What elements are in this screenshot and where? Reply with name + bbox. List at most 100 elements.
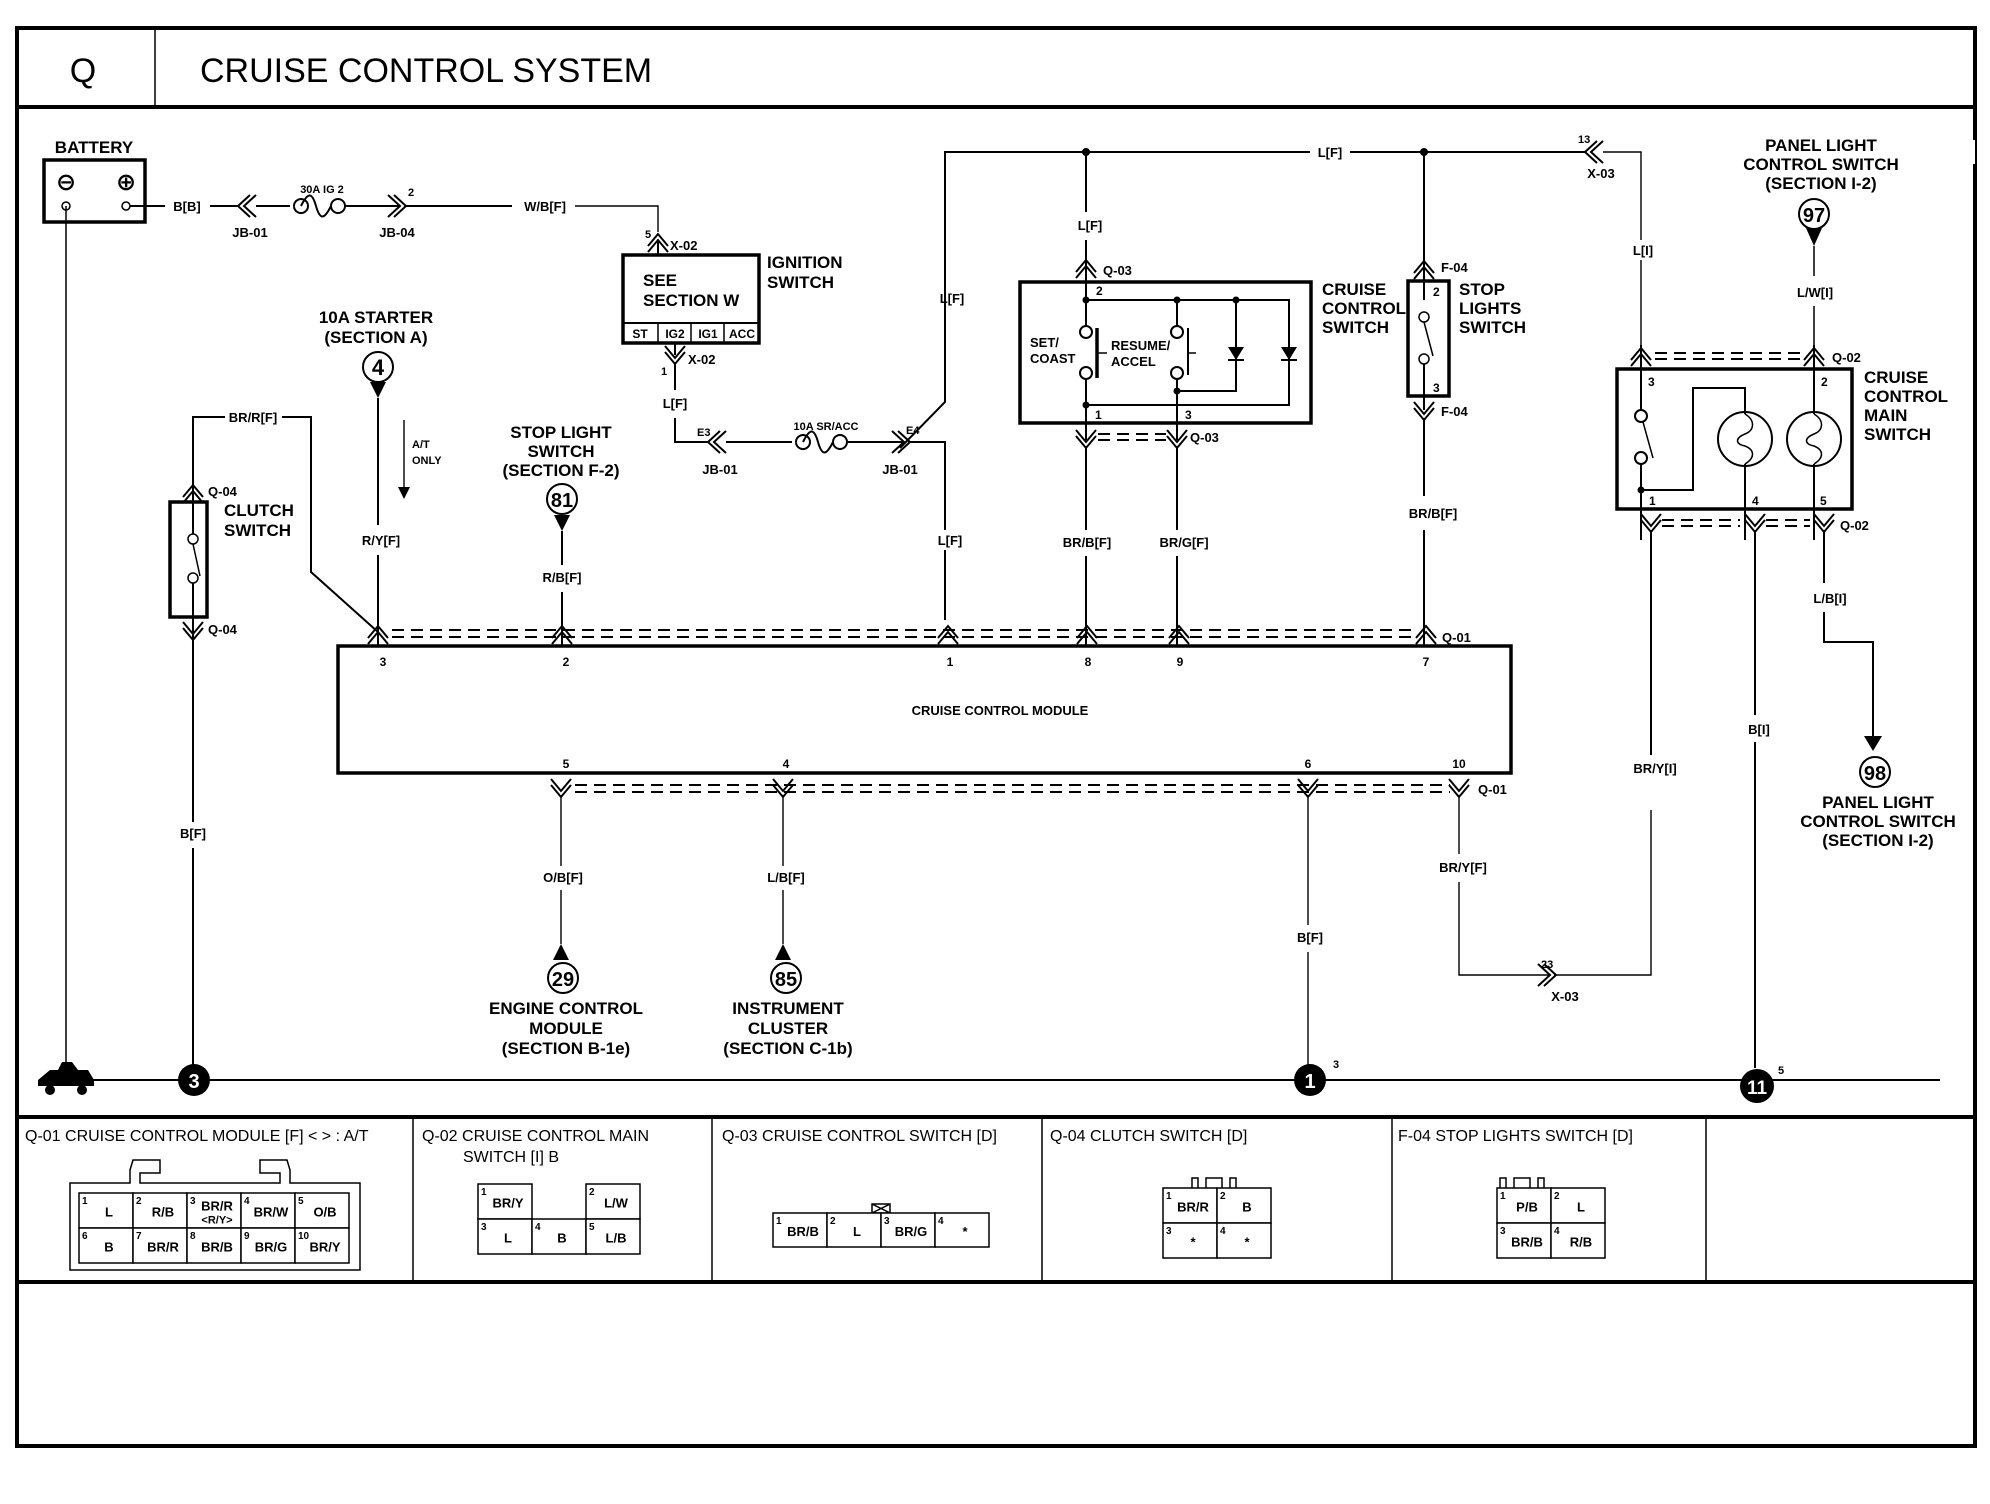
pin-number: 1 bbox=[1166, 1191, 1172, 1202]
wire-label: L[F] bbox=[663, 396, 688, 411]
reference-circle-icon bbox=[770, 962, 802, 994]
battery-negative-icon: ⊖ bbox=[56, 169, 76, 196]
at-only-note: ONLY bbox=[412, 455, 442, 467]
battery-positive-icon: ⊕ bbox=[116, 169, 136, 196]
ignition-position: IG1 bbox=[698, 327, 718, 341]
pin-label: 6 bbox=[1305, 757, 1312, 771]
resume-accel-label: RESUME/ bbox=[1111, 338, 1171, 353]
connector-q01-icon bbox=[1415, 625, 1437, 645]
pin-wire-color: BR/G bbox=[255, 1240, 288, 1255]
connector-label: F-04 bbox=[1441, 260, 1469, 275]
pin-label: 1 bbox=[1095, 408, 1102, 422]
pin-wire-color: L bbox=[853, 1224, 861, 1239]
cruise-control-switch: L[F] Q-03 2 SET/ COAST RESUME/ ACCEL bbox=[1018, 152, 1406, 646]
connector-label: JB-01 bbox=[702, 462, 737, 477]
connector-pin-cell: 2L bbox=[826, 1212, 882, 1248]
connector-pin-cell: 6B bbox=[78, 1227, 134, 1264]
wire-label: BR/B[F] bbox=[1063, 535, 1111, 550]
connector-label: X-02 bbox=[670, 238, 697, 253]
pin-wire-color: BR/R bbox=[201, 1199, 233, 1214]
connector-pin-cell: 1BR/B bbox=[772, 1212, 828, 1248]
ignition-position: ST bbox=[632, 327, 648, 341]
ground-superscript: 3 bbox=[1333, 1059, 1339, 1071]
ground-point-3: 3 bbox=[178, 1064, 210, 1096]
pin-wire-color: L bbox=[105, 1205, 113, 1220]
pin-label: 2 bbox=[563, 655, 570, 669]
connector-pin-cell: 8BR/B bbox=[186, 1227, 242, 1264]
pin-number: 3 bbox=[1166, 1226, 1172, 1237]
connector-q01-icon bbox=[1297, 778, 1319, 798]
cruise-control-main-switch: Q-02 3 2 1 4 5 CRUISE CONTROL MAIN SWITC… bbox=[1615, 345, 1948, 1068]
connector-pin-cell: 4R/B bbox=[1550, 1222, 1606, 1259]
reference-label: INSTRUMENT bbox=[732, 999, 844, 1018]
pin-label: E4 bbox=[906, 425, 920, 437]
module-ground-wire: B[F] bbox=[1297, 795, 1323, 1068]
starter-reference: 10A STARTER (SECTION A) 4 A/T ONLY R/Y[F… bbox=[319, 308, 442, 646]
set-coast-label: COAST bbox=[1030, 351, 1076, 366]
connector-label: Q-01 bbox=[1478, 782, 1507, 797]
main-switch-label: MAIN bbox=[1864, 406, 1907, 425]
reference-label: PANEL LIGHT bbox=[1765, 136, 1877, 155]
pin-number: 2 bbox=[589, 1187, 595, 1198]
pin-label: 4 bbox=[1752, 494, 1759, 508]
indicator-lamp-icon bbox=[1786, 411, 1842, 467]
reference-number: 29 bbox=[552, 969, 574, 991]
clutch-switch: BR/R[F] Q-04 CLUTCH SWITCH Q-04 B[F] bbox=[168, 410, 379, 1068]
pin-label: 2 bbox=[1821, 375, 1828, 389]
legend-title: SWITCH [I] B bbox=[463, 1149, 559, 1166]
connector-label: F-04 bbox=[1441, 404, 1469, 419]
ground-number: 1 bbox=[1304, 1071, 1315, 1093]
pin-alt-wire-color: <R/Y> bbox=[201, 1215, 232, 1227]
module-brake-wire: BR/Y[F] 23 X-03 bbox=[1439, 795, 1652, 1004]
pin-label: 1 bbox=[661, 366, 667, 378]
reference-number: 98 bbox=[1864, 763, 1886, 785]
connector-pin-cell: 3* bbox=[1162, 1222, 1218, 1259]
pin-number: 10 bbox=[298, 1231, 310, 1242]
reference-label: (SECTION C-1b) bbox=[723, 1039, 852, 1058]
wire-label: L/B[F] bbox=[767, 870, 805, 885]
pin-wire-color: L bbox=[1577, 1200, 1585, 1215]
pin-number: 8 bbox=[190, 1231, 196, 1242]
clutch-switch-label: SWITCH bbox=[224, 521, 291, 540]
connector-q01-icon bbox=[937, 625, 959, 645]
pin-wire-color: BR/W bbox=[254, 1205, 289, 1220]
wire-label: B[F] bbox=[1297, 930, 1323, 945]
pin-label: 1 bbox=[947, 655, 954, 669]
reference-label: STOP LIGHT bbox=[510, 423, 612, 442]
ground-superscript: 5 bbox=[1778, 1065, 1784, 1077]
main-switch-label: CRUISE bbox=[1864, 368, 1928, 387]
pin-label: 3 bbox=[380, 655, 387, 669]
wire-label: R/Y[F] bbox=[362, 533, 400, 548]
connector-pin-cell: 1P/B bbox=[1496, 1187, 1552, 1224]
stop-light-reference: STOP LIGHT SWITCH (SECTION F-2) 81 R/B[F… bbox=[502, 423, 620, 646]
wire-label: O/B[F] bbox=[543, 870, 583, 885]
pin-label: 13 bbox=[1578, 134, 1590, 146]
pin-number: 5 bbox=[298, 1196, 304, 1207]
ignition-position: ACC bbox=[729, 327, 755, 341]
pin-number: 3 bbox=[1500, 1226, 1506, 1237]
reference-number: 85 bbox=[775, 969, 797, 991]
pin-number: 4 bbox=[1220, 1226, 1226, 1237]
panel-light-reference-98: 98 PANEL LIGHT CONTROL SWITCH (SECTION I… bbox=[1800, 756, 1956, 850]
connector-pin-cell: 4* bbox=[934, 1212, 990, 1248]
pin-number: 1 bbox=[776, 1216, 782, 1227]
pin-wire-color: BR/B bbox=[787, 1224, 819, 1239]
reference-label: (SECTION I-2) bbox=[1822, 831, 1933, 850]
top-bus: L[F] 13 X-03 L[I] bbox=[1082, 134, 1975, 345]
connector-label: X-03 bbox=[1587, 166, 1614, 181]
sr-acc-fuse-line: E3 JB-01 10A SR/ACC E4 JB-01 L[F] L[F] bbox=[697, 151, 1965, 620]
connector-pin-cell: 1BR/Y bbox=[477, 1183, 533, 1220]
reference-label: ENGINE CONTROL bbox=[489, 999, 643, 1018]
pin-number: 2 bbox=[830, 1216, 836, 1227]
pin-label: 3 bbox=[1648, 375, 1655, 389]
wire-label: BR/B[F] bbox=[1409, 506, 1457, 521]
connector-pin-cell: 4B bbox=[531, 1218, 587, 1255]
connector-label: Q-03 bbox=[1103, 263, 1132, 278]
pin-number: 4 bbox=[1554, 1226, 1560, 1237]
pin-label: E3 bbox=[697, 427, 710, 439]
pin-number: 2 bbox=[1554, 1191, 1560, 1202]
wire-label: L/B[I] bbox=[1813, 591, 1846, 606]
module-label: CRUISE CONTROL MODULE bbox=[912, 703, 1089, 718]
